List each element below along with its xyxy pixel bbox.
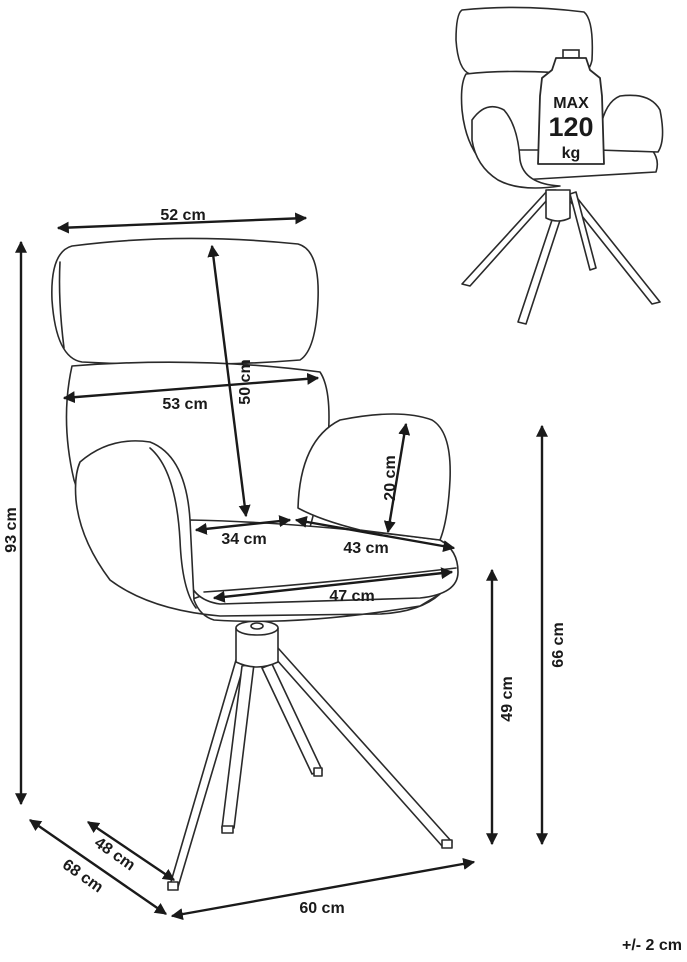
dim-line-backrest-height — [207, 244, 251, 518]
label-backrest-height: 50 cm — [237, 359, 254, 404]
load-max-label: MAX — [553, 95, 589, 112]
headrest — [51, 237, 319, 366]
dimension-lines — [15, 212, 548, 921]
swivel-column — [235, 620, 279, 668]
label-armrest-height: 20 cm — [382, 455, 399, 500]
label-total-height: 93 cm — [3, 507, 20, 552]
label-base-depth-outer: 68 cm — [59, 856, 106, 896]
label-armrest-length: 43 cm — [343, 540, 388, 557]
dim-line-seat-width — [212, 567, 454, 603]
label-seat-depth: 34 cm — [221, 531, 266, 548]
left-armrest — [74, 440, 441, 623]
tolerance-note: +/- 2 cm — [622, 937, 682, 954]
label-width-mid: 53 cm — [162, 396, 207, 413]
main-chair-drawing — [51, 237, 459, 891]
label-width-top: 52 cm — [160, 207, 205, 224]
chair-base-legs — [167, 647, 453, 891]
label-seat-width: 47 cm — [329, 588, 374, 605]
dim-line-armrest-height — [383, 422, 411, 534]
dim-line-width-top — [56, 212, 308, 234]
label-seat-height: 49 cm — [499, 676, 516, 721]
weight-icon: MAX 120 kg — [537, 49, 605, 165]
load-unit: kg — [562, 145, 581, 162]
dim-line-width-mid — [62, 372, 320, 404]
dim-line-base-depth-outer — [29, 819, 167, 915]
dim-line-seat-depth — [194, 515, 292, 535]
label-armrest-floor-height: 66 cm — [550, 622, 567, 667]
label-base-width: 60 cm — [299, 900, 344, 917]
load-max-value: 120 — [548, 112, 593, 142]
load-capacity-chair-drawing: MAX 120 kg — [455, 6, 664, 325]
dim-line-armrest-length — [294, 515, 456, 553]
dim-line-base-width — [170, 857, 476, 921]
